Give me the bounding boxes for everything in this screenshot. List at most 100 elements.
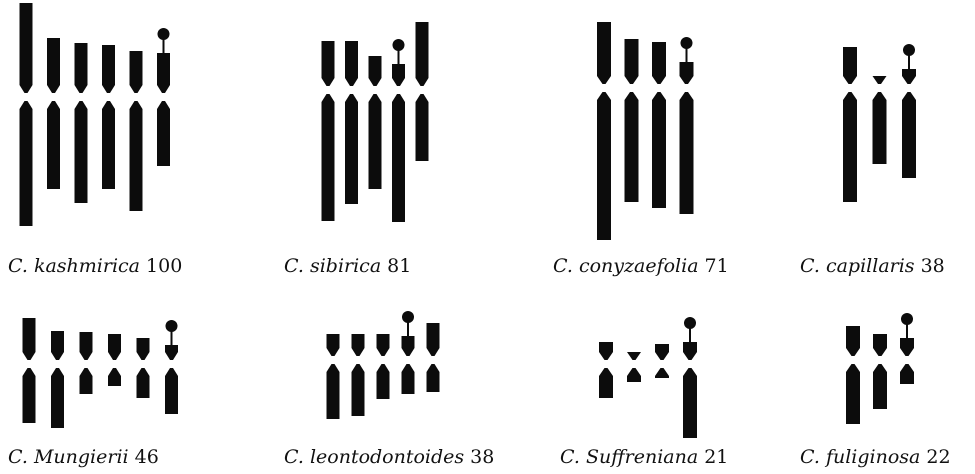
karyotype-kashmirica bbox=[20, 3, 171, 226]
satellite-knob bbox=[393, 39, 405, 51]
chromosome-short-arm bbox=[157, 53, 170, 93]
chromosome-long-arm bbox=[51, 368, 64, 428]
label-species: Mungierii bbox=[34, 446, 129, 468]
chromosome-short-arm bbox=[846, 326, 860, 356]
chromosome-short-arm bbox=[369, 56, 382, 86]
label-genus: C. bbox=[800, 255, 820, 277]
chromosome-short-arm bbox=[873, 76, 887, 84]
chromosome-short-arm bbox=[627, 352, 641, 360]
chromosome-long-arm bbox=[130, 101, 143, 211]
chromosome-long-arm bbox=[599, 368, 613, 398]
chromosome-long-arm bbox=[902, 92, 916, 178]
label-species: fuliginosa bbox=[826, 446, 920, 468]
chromosome-short-arm bbox=[345, 41, 358, 86]
chromosome-short-arm bbox=[47, 38, 60, 93]
chromosome-long-arm bbox=[327, 364, 340, 419]
chromosome-long-arm bbox=[345, 94, 358, 204]
karyotype-capillaris bbox=[843, 44, 916, 202]
karyotype-fuliginosa bbox=[846, 313, 914, 424]
chromosome-long-arm bbox=[683, 368, 697, 438]
label-value: 22 bbox=[926, 446, 950, 468]
label-sibirica: C. sibirica 81 bbox=[284, 255, 411, 277]
satellite-knob bbox=[681, 37, 693, 49]
chromosome-long-arm bbox=[655, 368, 669, 378]
chromosome-short-arm bbox=[108, 334, 121, 360]
label-genus: C. bbox=[284, 255, 304, 277]
chromosome-short-arm bbox=[597, 22, 611, 84]
karyotype-mungierii bbox=[23, 318, 179, 428]
chromosome-short-arm bbox=[377, 334, 390, 356]
label-value: 21 bbox=[704, 446, 728, 468]
chromosome-short-arm bbox=[75, 43, 88, 93]
chromosome-short-arm bbox=[900, 338, 914, 356]
chromosome-long-arm bbox=[427, 364, 440, 392]
chromosome-short-arm bbox=[165, 345, 178, 360]
chromosome-long-arm bbox=[102, 101, 115, 189]
label-value: 71 bbox=[705, 255, 729, 277]
chromosome-short-arm bbox=[873, 334, 887, 356]
label-genus: C. bbox=[284, 446, 304, 468]
chromosome-short-arm bbox=[392, 64, 405, 86]
chromosome-short-arm bbox=[680, 62, 694, 84]
label-species: Suffreniana bbox=[586, 446, 698, 468]
label-species: capillaris bbox=[826, 255, 915, 277]
satellite-knob bbox=[402, 311, 414, 323]
label-genus: C. bbox=[8, 446, 28, 468]
satellite-knob bbox=[903, 44, 915, 56]
label-value: 46 bbox=[135, 446, 159, 468]
chromosome-long-arm bbox=[137, 368, 150, 398]
chromosome-long-arm bbox=[873, 364, 887, 409]
chromosome-long-arm bbox=[392, 94, 405, 222]
label-species: kashmirica bbox=[34, 255, 140, 277]
satellite-knob bbox=[684, 317, 696, 329]
chromosome-short-arm bbox=[655, 344, 669, 360]
chromosome-short-arm bbox=[327, 334, 340, 356]
karyotype-sibirica bbox=[322, 22, 429, 222]
chromosome-short-arm bbox=[683, 342, 697, 360]
chromosome-long-arm bbox=[23, 368, 36, 423]
chromosome-short-arm bbox=[402, 336, 415, 356]
chromosome-long-arm bbox=[108, 368, 121, 386]
chromosome-short-arm bbox=[20, 3, 33, 93]
chromosome-short-arm bbox=[599, 342, 613, 360]
chromosome-short-arm bbox=[51, 331, 64, 360]
karyotype-conyzaefolia bbox=[597, 22, 694, 240]
chromosome-long-arm bbox=[352, 364, 365, 416]
satellite-knob bbox=[158, 28, 170, 40]
chromosome-short-arm bbox=[652, 42, 666, 84]
chromosome-short-arm bbox=[23, 318, 36, 360]
karyotype-suffreniana bbox=[599, 317, 697, 438]
chromosome-long-arm bbox=[80, 368, 93, 394]
satellite-knob bbox=[166, 320, 178, 332]
karyotype-leontodontoides bbox=[327, 311, 440, 419]
label-value: 38 bbox=[921, 255, 945, 277]
chromosome-long-arm bbox=[377, 364, 390, 399]
chromosome-long-arm bbox=[627, 368, 641, 382]
chromosome-long-arm bbox=[846, 364, 860, 424]
label-conyzaefolia: C. conyzaefolia 71 bbox=[553, 255, 729, 277]
label-genus: C. bbox=[560, 446, 580, 468]
chromosome-long-arm bbox=[20, 101, 33, 226]
chromosome-short-arm bbox=[137, 338, 150, 360]
chromosome-long-arm bbox=[322, 94, 335, 221]
chromosome-long-arm bbox=[652, 92, 666, 208]
chromosome-long-arm bbox=[157, 101, 170, 166]
chromosome-long-arm bbox=[165, 368, 178, 414]
label-capillaris: C. capillaris 38 bbox=[800, 255, 945, 277]
label-species: sibirica bbox=[310, 255, 381, 277]
chromosome-short-arm bbox=[625, 39, 639, 84]
chromosome-long-arm bbox=[369, 94, 382, 189]
label-genus: C. bbox=[553, 255, 573, 277]
label-species: conyzaefolia bbox=[579, 255, 699, 277]
label-value: 81 bbox=[387, 255, 411, 277]
satellite-knob bbox=[901, 313, 913, 325]
chromosome-long-arm bbox=[75, 101, 88, 203]
chromosome-long-arm bbox=[843, 92, 857, 202]
label-value: 38 bbox=[470, 446, 494, 468]
label-genus: C. bbox=[8, 255, 28, 277]
chromosome-short-arm bbox=[130, 51, 143, 93]
